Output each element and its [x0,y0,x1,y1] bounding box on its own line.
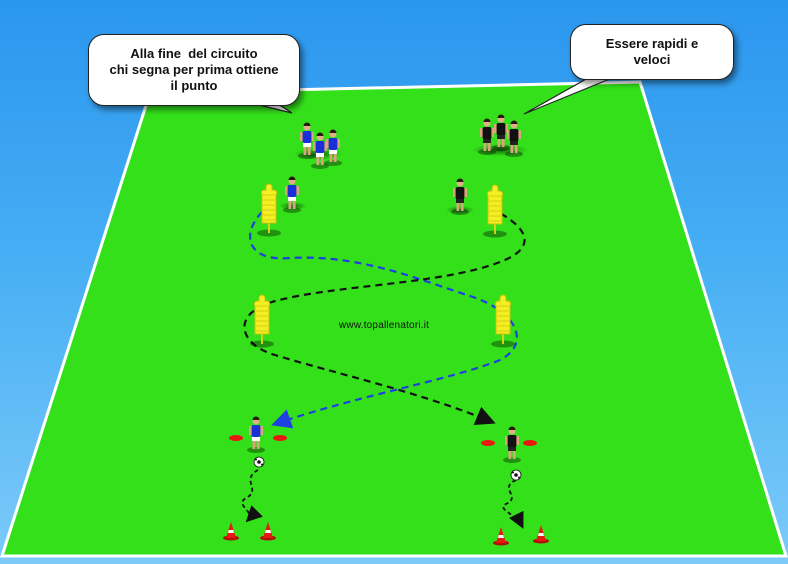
marker-disc-icon [273,435,287,441]
marker-disc-icon [229,435,243,441]
cone-icon [223,522,239,541]
shadow [446,206,474,214]
callout-left: Alla fine del circuito chi segna per pri… [88,34,300,106]
player-team-b-runner [451,178,469,215]
mannequin-icon [257,183,281,237]
marker-disc-icon [481,440,495,446]
player-team-b [505,120,523,157]
ball-icon [253,456,265,468]
callout-left-line: Alla fine del circuito [130,46,258,61]
pitch [2,82,786,556]
player-team-a-runner [283,176,301,213]
callout-right-line: veloci [633,52,671,67]
watermark: www.topallenatori.it [339,320,430,331]
player-team-b [478,118,496,155]
player-team-a-shooter [247,416,265,453]
mannequin-icon [483,184,507,238]
pitch-border [0,80,788,558]
player-team-b-shooter [503,426,521,463]
cone-icon [260,522,276,541]
marker-disc-icon [523,440,537,446]
mannequin-icon [250,294,274,348]
dribble-path-right [502,479,524,529]
callout-left-line: il punto [170,78,218,93]
player-team-a [298,122,316,159]
player-team-b [492,114,510,151]
cone-icon [533,525,549,544]
cone-icon [493,527,509,546]
callout-left-line: chi segna per prima ottiene [109,62,279,77]
player-team-a [324,129,342,166]
ball-icon [510,469,522,481]
callout-right-line: Essere rapidi e [605,36,699,51]
blue-run-path [249,211,518,429]
dribble-path-left [241,469,263,523]
mannequin-icon [491,294,515,348]
callout-right: Essere rapidi e veloci [570,24,734,80]
player-team-a [311,132,329,169]
black-run-path [243,207,526,426]
